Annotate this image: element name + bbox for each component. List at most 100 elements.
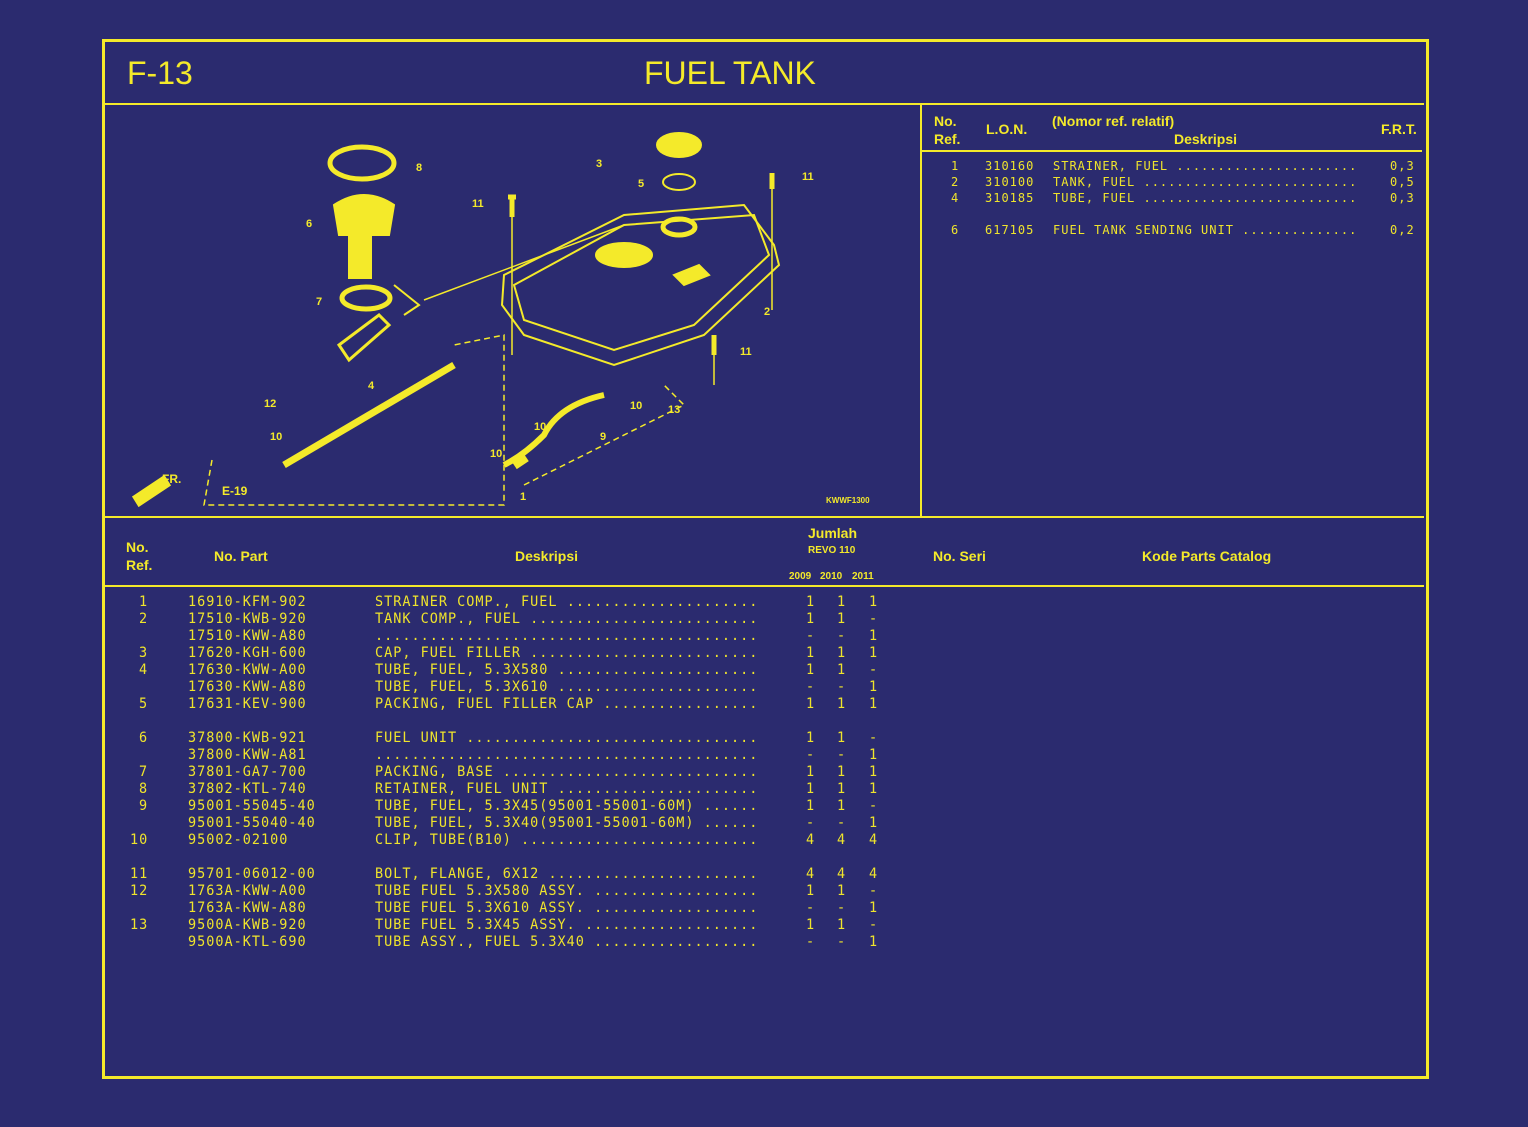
frt-header-desc-note: (Nomor ref. relatif) — [1052, 113, 1175, 129]
callout-number: 11 — [472, 198, 484, 210]
part-quantity: 1 — [869, 678, 879, 696]
frt-lon: 310185 — [985, 190, 1035, 206]
part-quantity: - — [806, 933, 816, 951]
callout-number: 13 — [668, 404, 680, 416]
part-ref: 6 — [139, 729, 149, 747]
part-quantity: 1 — [869, 763, 879, 781]
part-number: 17620-KGH-600 — [188, 644, 307, 662]
frt-value: 0,3 — [1390, 190, 1415, 206]
part-description: BOLT, FLANGE, 6X12 — [375, 866, 757, 883]
part-description: TANK COMP., FUEL — [375, 611, 757, 628]
divider — [104, 516, 1424, 518]
frt-lon: 617105 — [985, 222, 1035, 238]
part-number: 37802-KTL-740 — [188, 780, 307, 798]
part-description: STRAINER COMP., FUEL — [375, 594, 757, 611]
part-number: 17510-KWW-A80 — [188, 627, 307, 645]
strainer-shape — [327, 144, 397, 182]
part-quantity: 1 — [869, 695, 879, 713]
part-description — [375, 747, 757, 764]
divider — [104, 103, 1424, 105]
part-quantity: 1 — [837, 780, 847, 798]
section-code: F-13 — [127, 55, 193, 91]
callout-number: 3 — [596, 158, 602, 170]
frt-ref: 6 — [951, 222, 960, 238]
parts-header-year: 2011 — [852, 571, 874, 582]
part-quantity: 1 — [869, 593, 879, 611]
parts-header-desc: Deskripsi — [515, 548, 579, 564]
part-quantity: 1 — [837, 797, 847, 815]
part-quantity: 4 — [869, 831, 879, 849]
part-number: 95001-55045-40 — [188, 797, 316, 815]
parts-header-year: 2009 — [789, 571, 812, 582]
part-number: 37800-KWW-A81 — [188, 746, 307, 764]
part-quantity: 4 — [806, 865, 816, 883]
parts-header-model: REVO 110 — [808, 545, 856, 556]
part-quantity: - — [837, 627, 847, 645]
part-ref: 10 — [130, 831, 149, 849]
frt-header-lon: L.O.N. — [986, 121, 1028, 137]
fuel-tube-shape — [282, 361, 456, 469]
callout-number: 11 — [740, 346, 752, 358]
part-quantity: - — [837, 933, 847, 951]
part-quantity: 1 — [837, 695, 847, 713]
callout-number: 10 — [534, 421, 546, 433]
part-quantity: 1 — [806, 882, 816, 900]
part-description: PACKING, BASE — [375, 764, 757, 781]
parts-header-catalog: Kode Parts Catalog — [1142, 548, 1272, 564]
part-quantity: - — [869, 610, 879, 628]
callout-number: 5 — [638, 178, 644, 190]
part-number: 37801-GA7-700 — [188, 763, 307, 781]
part-description: TUBE FUEL 5.3X45 ASSY. — [375, 917, 757, 934]
part-number: 37800-KWB-921 — [188, 729, 307, 747]
part-number: 1763A-KWW-A80 — [188, 899, 307, 917]
part-quantity: - — [869, 797, 879, 815]
parts-header-no-ref: No.Ref. — [126, 539, 153, 573]
parts-header-part: No. Part — [214, 548, 268, 564]
part-ref: 2 — [139, 610, 149, 628]
parts-header-serial: No. Seri — [933, 548, 986, 564]
frt-header-frt: F.R.T. — [1381, 121, 1417, 137]
parts-row: 37800-KWW-A81--1 — [0, 747, 1528, 765]
part-quantity: 1 — [806, 593, 816, 611]
frt-ref: 1 — [951, 158, 960, 174]
part-quantity: - — [837, 678, 847, 696]
fuel-cap-shape — [656, 132, 702, 158]
callout-number: 1 — [520, 491, 526, 503]
part-quantity: 1 — [806, 780, 816, 798]
part-quantity: - — [837, 814, 847, 832]
frt-header-desc: Deskripsi — [1174, 131, 1238, 147]
part-quantity: 1 — [837, 729, 847, 747]
part-description: TUBE ASSY., FUEL 5.3X40 — [375, 934, 757, 951]
ref-figure-label: E-19 — [222, 484, 248, 498]
part-quantity: - — [806, 746, 816, 764]
part-quantity: 1 — [869, 644, 879, 662]
part-quantity: 1 — [837, 644, 847, 662]
part-description: CAP, FUEL FILLER — [375, 645, 757, 662]
part-quantity: - — [869, 661, 879, 679]
part-ref: 12 — [130, 882, 149, 900]
fuel-tank-shape — [500, 203, 781, 367]
frt-desc: STRAINER, FUEL — [1053, 159, 1359, 174]
part-quantity: 1 — [806, 729, 816, 747]
frt-ref: 4 — [951, 190, 960, 206]
part-ref: 1 — [139, 593, 149, 611]
part-quantity: 4 — [869, 865, 879, 883]
part-quantity: 1 — [837, 661, 847, 679]
frt-lon: 310160 — [985, 158, 1035, 174]
part-quantity: 1 — [869, 933, 879, 951]
part-number: 95001-55040-40 — [188, 814, 316, 832]
